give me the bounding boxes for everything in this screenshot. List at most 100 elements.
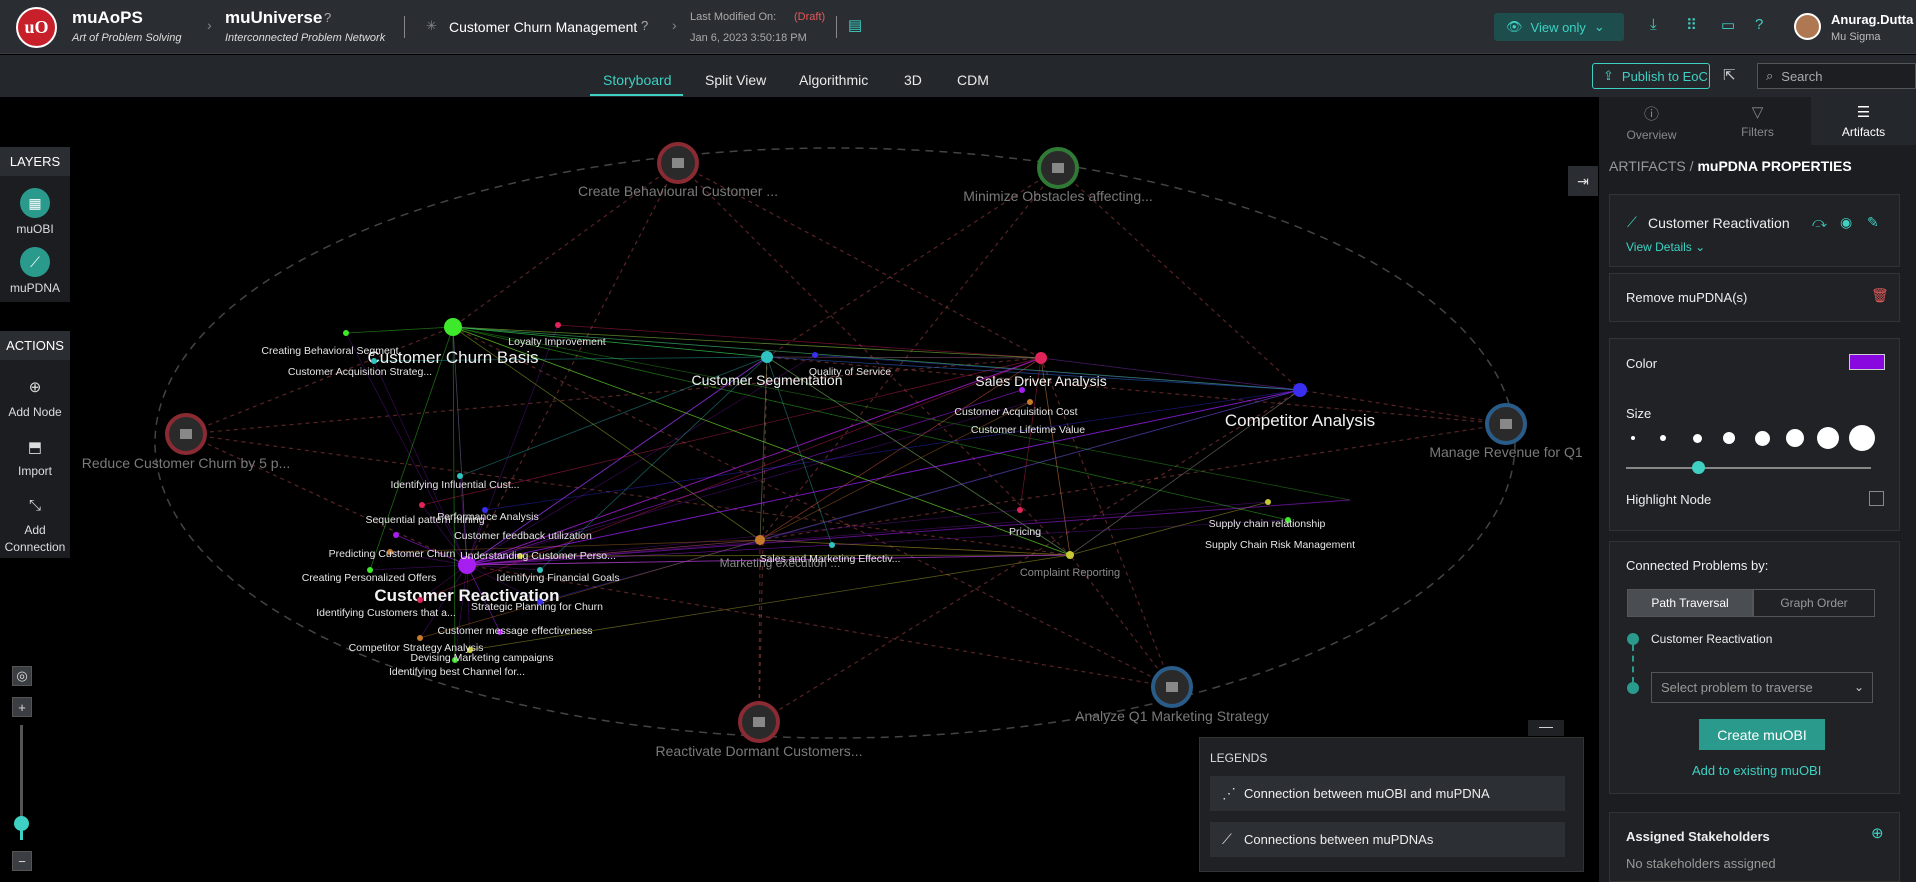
user-name[interactable]: Anurag.Dutta <box>1831 12 1914 27</box>
small-node[interactable] <box>537 599 543 605</box>
project-name[interactable]: Customer Churn Management <box>449 19 638 35</box>
publish-button[interactable]: ⇪ Publish to EoC <box>1592 63 1710 89</box>
share-icon[interactable]: ⇱ <box>1723 67 1736 84</box>
layer-muobi-button[interactable]: ▦ <box>20 188 50 218</box>
graph-edge <box>452 326 1301 391</box>
small-node[interactable] <box>1027 399 1033 405</box>
small-node[interactable] <box>452 657 458 663</box>
tab-filters[interactable]: ▽Filters <box>1705 97 1810 145</box>
size-option-dot[interactable] <box>1692 433 1702 443</box>
small-node[interactable] <box>555 322 561 328</box>
hub-node[interactable] <box>1293 383 1307 397</box>
color-swatch[interactable] <box>1849 354 1885 370</box>
unlink-icon[interactable]: ⤼ <box>1812 214 1827 230</box>
breadcrumb-root[interactable]: ARTIFACTS <box>1609 158 1686 174</box>
view-details-link[interactable]: View Details ⌄ <box>1626 240 1705 254</box>
small-node[interactable] <box>1017 507 1023 513</box>
small-node[interactable] <box>367 567 373 573</box>
small-node[interactable] <box>1019 387 1025 393</box>
hub-node[interactable] <box>755 535 765 545</box>
trash-icon[interactable]: 🗑 <box>1871 287 1889 303</box>
connection-icon[interactable]: ⤡ <box>28 497 41 514</box>
fit-view-button[interactable]: ◎ <box>12 666 32 686</box>
apps-grid-icon[interactable]: ⠿ <box>1686 17 1697 34</box>
traverse-problem-select[interactable]: Select problem to traverse ⌄ <box>1651 672 1873 703</box>
layer-mupdna-button[interactable]: ⟋ <box>20 247 50 277</box>
small-node[interactable] <box>371 358 377 364</box>
small-node[interactable] <box>482 507 488 513</box>
add-node-icon[interactable]: ⊕ <box>28 379 42 396</box>
zoom-in-button[interactable]: + <box>12 697 32 717</box>
eye-icon[interactable]: ◉ <box>1840 214 1853 230</box>
zoom-out-button[interactable]: − <box>12 851 32 871</box>
add-connection-button-line1[interactable]: Add <box>24 523 46 537</box>
zoom-slider-track[interactable] <box>20 725 23 840</box>
size-option-dot[interactable] <box>1817 427 1839 449</box>
size-option-dot[interactable] <box>1849 425 1875 451</box>
create-muobi-button[interactable]: Create muOBI <box>1699 719 1825 750</box>
size-option-dot[interactable] <box>1786 429 1804 447</box>
small-node[interactable] <box>1265 499 1271 505</box>
universe-title[interactable]: muUniverse <box>225 8 323 27</box>
highlight-node-checkbox[interactable] <box>1869 491 1884 506</box>
size-option-dot[interactable] <box>1723 432 1735 444</box>
size-option-dot[interactable] <box>1754 430 1770 446</box>
small-node[interactable] <box>1285 517 1291 523</box>
tab-cdm[interactable]: CDM <box>957 72 989 88</box>
help-icon[interactable]: ? <box>324 10 332 25</box>
tab-algorithmic[interactable]: Algorithmic <box>799 72 869 88</box>
small-node[interactable] <box>537 567 543 573</box>
view-mode-dropdown[interactable]: 👁 View only ⌄ <box>1494 13 1624 41</box>
tab-split-view[interactable]: Split View <box>705 72 767 88</box>
remove-card <box>1609 273 1900 322</box>
small-node[interactable] <box>467 647 473 653</box>
small-node[interactable] <box>417 597 423 603</box>
tab-artifacts[interactable]: ☰Artifacts <box>1811 97 1916 145</box>
import-icon[interactable]: ⬒ <box>27 439 43 456</box>
small-node[interactable] <box>497 629 503 635</box>
help-icon[interactable]: ? <box>641 18 649 33</box>
path-traversal-toggle[interactable]: Path Traversal <box>1627 589 1753 617</box>
network-graph[interactable]: Create Behavioural Customer ...Minimize … <box>0 97 1598 882</box>
small-node[interactable] <box>417 635 423 641</box>
small-node[interactable] <box>387 549 393 555</box>
zoom-slider-handle[interactable] <box>14 816 29 831</box>
hub-node[interactable] <box>1035 352 1047 364</box>
graph-order-toggle[interactable]: Graph Order <box>1753 589 1875 617</box>
hub-node[interactable] <box>1066 551 1074 559</box>
tab-3d[interactable]: 3D <box>904 72 922 88</box>
size-slider-track[interactable] <box>1626 467 1871 469</box>
download-icon[interactable]: ⤓ <box>1650 16 1657 33</box>
hub-node[interactable] <box>444 318 462 336</box>
graph-canvas[interactable]: Create Behavioural Customer ...Minimize … <box>0 97 1598 882</box>
size-option-dot[interactable] <box>1631 436 1635 440</box>
small-node[interactable] <box>457 473 463 479</box>
size-option-dot[interactable] <box>1660 435 1666 441</box>
add-stakeholder-icon[interactable]: ⊕ <box>1871 825 1884 842</box>
collapse-panel-button[interactable]: ⇥ <box>1568 166 1598 196</box>
search-input[interactable]: ⌕ Search <box>1757 63 1916 89</box>
small-node[interactable] <box>393 532 399 538</box>
hub-node[interactable] <box>458 556 476 574</box>
comment-icon[interactable]: ▭ <box>1721 17 1736 34</box>
small-node[interactable] <box>812 352 818 358</box>
add-node-button[interactable]: Add Node <box>8 405 62 419</box>
add-connection-button-line2[interactable]: Connection <box>4 540 66 554</box>
document-icon[interactable]: ▤ <box>848 17 863 34</box>
size-slider-handle[interactable] <box>1692 461 1705 474</box>
small-node[interactable] <box>829 542 835 548</box>
small-node[interactable] <box>343 330 349 336</box>
small-node[interactable] <box>517 553 523 559</box>
import-button[interactable]: Import <box>17 464 52 478</box>
edit-icon[interactable]: ✎ <box>1867 214 1879 230</box>
breadcrumb-separator: / <box>1689 158 1694 174</box>
legend-collapse-button[interactable]: — <box>1528 719 1564 736</box>
add-to-existing-link[interactable]: Add to existing muOBI <box>1692 763 1822 778</box>
app-logo[interactable]: uO <box>16 7 57 48</box>
tab-storyboard[interactable]: Storyboard <box>603 72 672 88</box>
hub-node[interactable] <box>761 351 773 363</box>
avatar[interactable] <box>1794 13 1821 40</box>
small-node[interactable] <box>419 502 425 508</box>
help-circle-icon[interactable]: ? <box>1755 16 1764 33</box>
